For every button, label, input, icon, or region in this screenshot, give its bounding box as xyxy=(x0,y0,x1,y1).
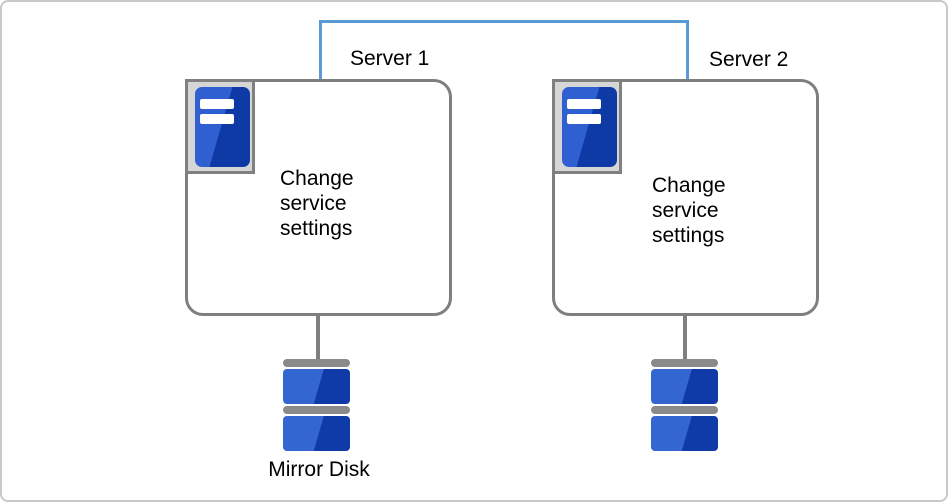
server1-disk-connector xyxy=(316,314,320,360)
disk-cap xyxy=(651,359,718,367)
server2-label: Server 2 xyxy=(709,48,789,71)
disk-stack-icon-2 xyxy=(651,359,718,453)
server1-body-text: Change service settings xyxy=(280,167,354,240)
server-slot-bar xyxy=(200,114,234,124)
disk-cap xyxy=(283,359,350,367)
disk-cap xyxy=(651,406,718,414)
interconnect-line xyxy=(319,20,689,80)
server-slot-bar xyxy=(567,114,601,124)
server-tower-body xyxy=(195,87,250,167)
disk-platter xyxy=(651,416,718,451)
server-tower-body xyxy=(562,87,617,167)
disk-platter xyxy=(283,369,350,404)
server-slot-bar xyxy=(567,99,601,109)
disk-cap xyxy=(283,406,350,414)
server-slot-bar xyxy=(200,99,234,109)
server-tower-icon xyxy=(185,79,255,174)
server-tower-icon xyxy=(552,79,622,174)
server1-box: Change service settings xyxy=(185,79,452,316)
disk-stack-icon-1 xyxy=(283,359,350,453)
mirror-disk-label: Mirror Disk xyxy=(268,458,370,481)
server2-disk-connector xyxy=(683,314,687,360)
disk-platter xyxy=(283,416,350,451)
disk-platter xyxy=(651,369,718,404)
server2-box: Change service settings xyxy=(552,79,819,316)
server1-label: Server 1 xyxy=(350,47,430,70)
server2-body-text: Change service settings xyxy=(652,174,726,247)
